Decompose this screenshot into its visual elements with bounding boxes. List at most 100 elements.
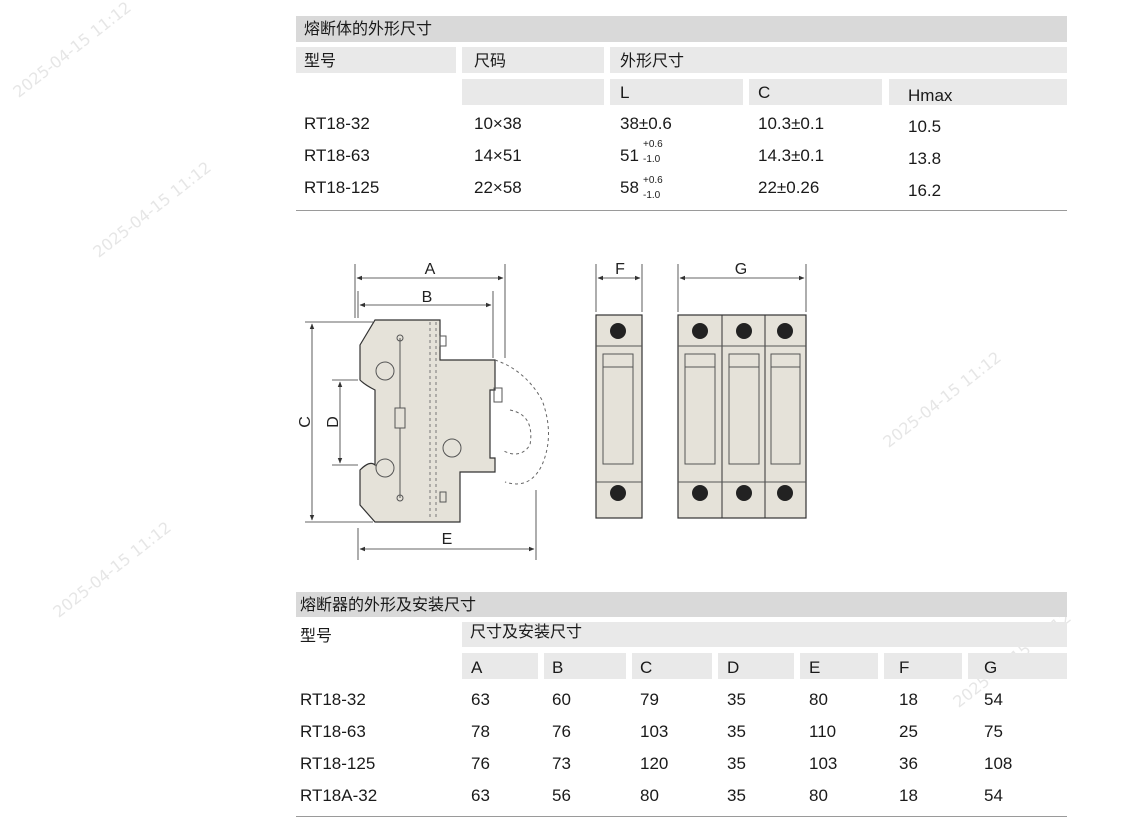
table-cell: 10×38 — [474, 114, 522, 133]
table2-subheader-cell — [632, 653, 712, 679]
table-cell: 103 — [809, 754, 838, 773]
header-model: 型号 — [304, 51, 337, 70]
table-cell: 80 — [809, 690, 828, 709]
table-cell: 16.2 — [908, 181, 942, 200]
side-dimensions — [305, 264, 537, 560]
table-cell: RT18A-32 — [300, 786, 378, 805]
table1-subheader-cell — [462, 79, 604, 105]
watermark: 2025-04-15 11:12 — [49, 517, 175, 622]
tolerance-plus: +0.6 — [643, 139, 663, 150]
terminal-screw — [439, 491, 447, 503]
mounting-hole — [375, 458, 395, 478]
table-cell: 54 — [984, 690, 1003, 709]
table-cell: 63 — [471, 786, 490, 805]
table-cell: 25 — [899, 722, 918, 741]
front-view-single-pole — [595, 314, 643, 519]
table2-bottom-rule — [296, 816, 1067, 817]
table2-subheader-cell — [884, 653, 962, 679]
table-cell: 18 — [899, 690, 918, 709]
subheader-B: B — [552, 658, 564, 677]
header-model: 型号 — [300, 626, 333, 645]
holder-body — [359, 319, 496, 523]
table2-title: 熔断器的外形及安装尺寸 — [300, 595, 477, 614]
table-cell: 63 — [471, 690, 490, 709]
dimension-G — [677, 264, 807, 312]
table-cell: 73 — [552, 754, 571, 773]
table1-subheader-cell — [610, 79, 743, 105]
subheader-D: D — [727, 658, 740, 677]
table-cell: 80 — [809, 786, 828, 805]
table-cell: 110 — [809, 722, 837, 741]
dim-label-B: B — [422, 289, 433, 306]
subheader-L: L — [620, 83, 630, 102]
table-cell: 35 — [727, 754, 746, 773]
table-cell: RT18-125 — [304, 178, 380, 197]
carrier-swing-outline — [494, 359, 549, 485]
table-cell: 35 — [727, 690, 746, 709]
dim-label-F: F — [615, 261, 625, 278]
dim-label-A: A — [425, 261, 436, 278]
table1-header-cell — [462, 47, 604, 73]
table-cell: RT18-32 — [304, 114, 370, 133]
table-cell: 22×58 — [474, 178, 522, 197]
table-cell: 35 — [727, 786, 746, 805]
header-size: 尺码 — [474, 51, 507, 70]
table-cell: 76 — [471, 754, 490, 773]
table-cell: 10.5 — [908, 117, 942, 136]
table-cell: 120 — [640, 754, 669, 773]
table1-header-cell — [296, 47, 456, 73]
table2-subheader-cell — [462, 653, 538, 679]
table1-subheader-cell — [749, 79, 882, 105]
tolerance-plus: +0.6 — [643, 175, 663, 186]
dimension-F — [595, 264, 643, 312]
table-cell: 56 — [552, 786, 571, 805]
table1-bottom-rule — [296, 210, 1067, 211]
table-cell: RT18-125 — [300, 754, 376, 773]
table1-header-cell — [610, 47, 1067, 73]
dim-label-E: E — [442, 531, 453, 548]
fuse-holder-dimension-drawing: A B C D E F — [297, 261, 807, 560]
table-cell: 108 — [984, 754, 1013, 773]
dim-label-C: C — [297, 416, 314, 428]
latch — [493, 387, 503, 403]
subheader-C: C — [640, 658, 653, 677]
table-cell: 14×51 — [474, 146, 522, 165]
front-view-three-pole — [677, 314, 807, 519]
mounting-hole — [375, 361, 395, 381]
table-cell: 60 — [552, 690, 571, 709]
table-cell: 35 — [727, 722, 746, 741]
terminal-hole — [610, 323, 626, 339]
terminal-hole — [610, 485, 626, 501]
dim-label-D: D — [325, 416, 342, 428]
side-view — [359, 319, 549, 523]
table-cell: 13.8 — [908, 149, 942, 168]
table-cell: RT18-63 — [300, 722, 366, 741]
table-cell: 76 — [552, 722, 571, 741]
watermark: 2025-04-15 11:12 — [89, 157, 215, 262]
rivet — [396, 334, 404, 342]
table-cell: 80 — [640, 786, 659, 805]
table1-title-bar — [296, 16, 1067, 42]
fuse-element — [394, 407, 406, 429]
mounting-hole — [442, 438, 462, 458]
table-cell: 75 — [984, 722, 1003, 741]
table-cell: 22±0.26 — [758, 178, 820, 197]
table-cell: 18 — [899, 786, 918, 805]
subheader-G: G — [984, 658, 998, 677]
table-cell: 58 — [620, 178, 639, 197]
table-cell: 78 — [471, 722, 490, 741]
carrier-swing-outline — [501, 409, 532, 455]
table-cell: 103 — [640, 722, 669, 741]
watermark: 2025-04-15 11:12 — [9, 0, 135, 102]
header-dims: 尺寸及安装尺寸 — [470, 622, 583, 641]
subheader-Hmax: Hmax — [908, 86, 953, 105]
subheader-A: A — [471, 658, 483, 677]
table2-subheader-cell — [544, 653, 626, 679]
subheader-E: E — [809, 658, 821, 677]
table-cell: 51 — [620, 146, 639, 165]
table-cell: RT18-63 — [304, 146, 370, 165]
table1-subheader-cell — [889, 79, 1067, 105]
table1-title: 熔断体的外形尺寸 — [304, 19, 433, 38]
table-cell: 38±0.6 — [620, 114, 672, 133]
table-cell: RT18-32 — [300, 690, 366, 709]
